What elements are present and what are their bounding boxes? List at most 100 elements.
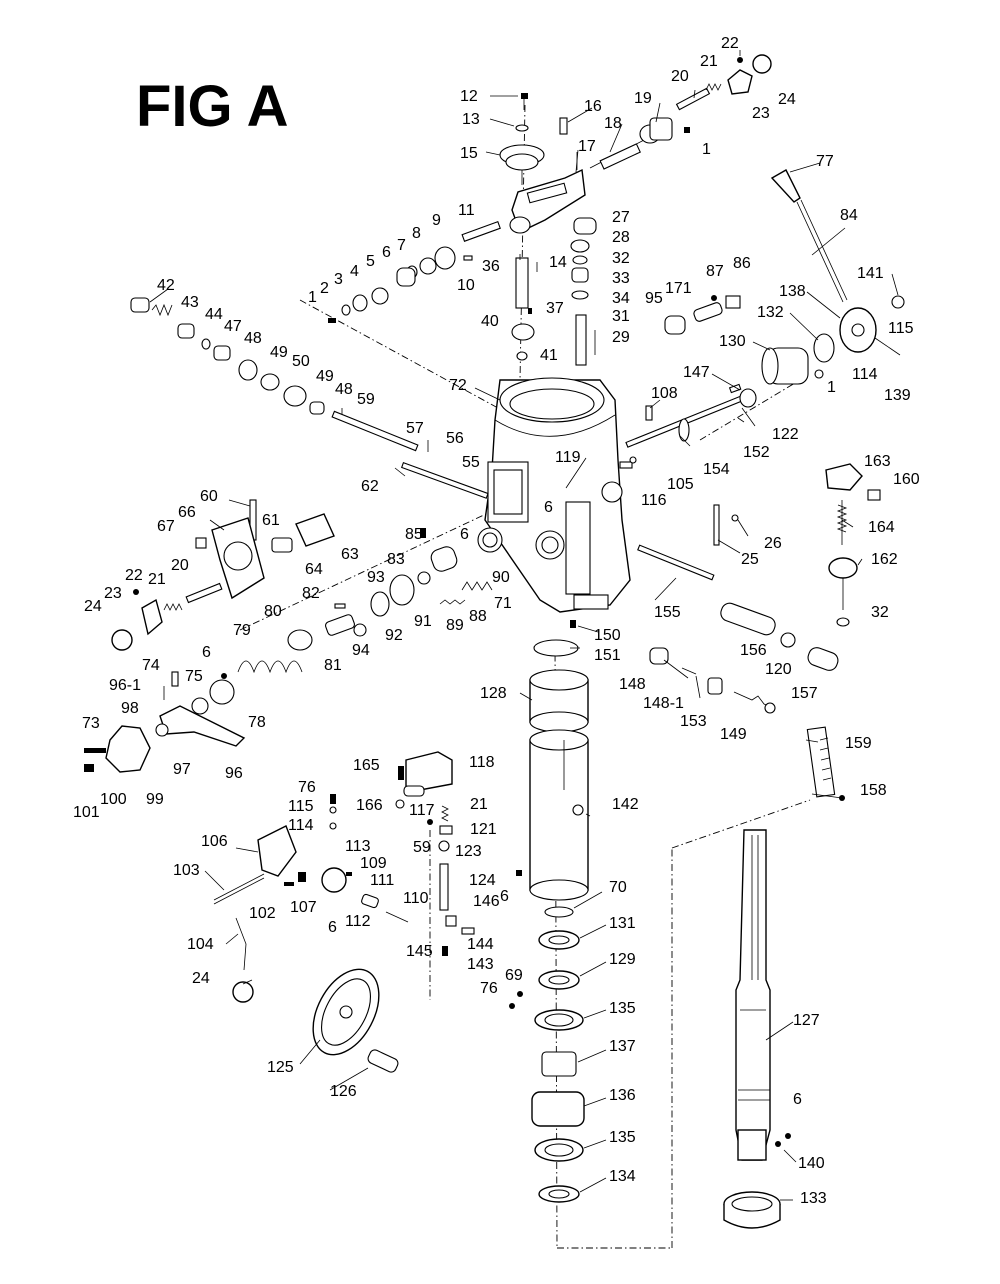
- label-151: 151: [594, 647, 621, 664]
- label-28: 28: [612, 229, 630, 246]
- label-123: 123: [455, 843, 482, 860]
- label-119: 119: [555, 449, 581, 466]
- label-115-a: 115: [888, 320, 914, 337]
- label-22-left: 22: [125, 567, 143, 584]
- label-3: 3: [334, 271, 343, 288]
- label-129: 129: [609, 951, 636, 968]
- label-66: 66: [178, 504, 196, 521]
- label-109: 109: [360, 855, 387, 872]
- label-121: 121: [470, 821, 497, 838]
- label-117: 117: [409, 802, 435, 819]
- label-43: 43: [181, 294, 199, 311]
- label-5: 5: [366, 253, 375, 270]
- label-6-top: 6: [382, 244, 391, 261]
- label-20-top: 20: [671, 68, 689, 85]
- label-16: 16: [584, 98, 602, 115]
- label-18: 18: [604, 115, 622, 132]
- label-103: 103: [173, 862, 200, 879]
- label-1-top: 1: [702, 141, 711, 158]
- label-153: 153: [680, 713, 707, 730]
- figure-title: FIG A: [136, 74, 289, 139]
- label-84: 84: [840, 207, 858, 224]
- quill-sleeve: [529, 669, 589, 901]
- label-42: 42: [157, 277, 175, 294]
- label-92: 92: [385, 627, 403, 644]
- label-62: 62: [361, 478, 379, 495]
- label-60: 60: [200, 488, 218, 505]
- label-1-right: 1: [827, 379, 836, 396]
- label-114-b: 114: [288, 817, 314, 834]
- label-24-top: 24: [778, 91, 796, 108]
- label-136: 136: [609, 1087, 636, 1104]
- label-118: 118: [469, 754, 495, 771]
- handle-assembly-left: [84, 671, 246, 773]
- label-55: 55: [462, 454, 480, 471]
- label-124: 124: [469, 872, 496, 889]
- label-165: 165: [353, 757, 380, 774]
- label-107: 107: [290, 899, 317, 916]
- label-47: 47: [224, 318, 242, 335]
- label-137: 137: [609, 1038, 636, 1055]
- label-120: 120: [765, 661, 792, 678]
- label-29: 29: [612, 329, 630, 346]
- label-130: 130: [719, 333, 746, 350]
- label-102: 102: [249, 905, 276, 922]
- label-89: 89: [446, 617, 464, 634]
- label-93: 93: [367, 569, 385, 586]
- label-61: 61: [262, 512, 280, 529]
- label-131: 131: [609, 915, 636, 932]
- clutch-worm-assembly: [237, 528, 493, 674]
- label-11: 11: [458, 202, 475, 219]
- label-64: 64: [305, 561, 323, 578]
- label-152: 152: [743, 444, 770, 461]
- bearing-stack: [531, 906, 585, 1203]
- label-81: 81: [324, 657, 342, 674]
- label-132: 132: [757, 304, 784, 321]
- label-63: 63: [341, 546, 359, 563]
- label-82: 82: [302, 585, 320, 602]
- label-9: 9: [432, 212, 441, 229]
- label-6-handle: 6: [202, 644, 211, 661]
- label-112: 112: [345, 913, 371, 930]
- label-76-a: 76: [298, 779, 316, 796]
- label-40: 40: [481, 313, 499, 330]
- label-78: 78: [248, 714, 266, 731]
- label-138: 138: [779, 283, 806, 300]
- label-86: 86: [733, 255, 751, 272]
- label-113: 113: [345, 838, 371, 855]
- label-101: 101: [73, 804, 100, 821]
- label-166: 166: [356, 797, 383, 814]
- label-27: 27: [612, 209, 630, 226]
- label-14: 14: [549, 254, 567, 271]
- label-48-b: 48: [335, 381, 353, 398]
- label-140: 140: [798, 1155, 825, 1172]
- label-6-center: 6: [544, 499, 553, 516]
- label-73: 73: [82, 715, 100, 732]
- label-110: 110: [403, 890, 429, 907]
- label-100: 100: [100, 791, 127, 808]
- label-25: 25: [741, 551, 759, 568]
- label-87: 87: [706, 263, 724, 280]
- label-70: 70: [609, 879, 627, 896]
- label-23-left: 23: [104, 585, 122, 602]
- label-142: 142: [612, 796, 639, 813]
- label-32-right: 32: [871, 604, 889, 621]
- label-104: 104: [187, 936, 214, 953]
- label-115-b: 115: [288, 798, 314, 815]
- label-154: 154: [703, 461, 730, 478]
- label-90: 90: [492, 569, 510, 586]
- label-34: 34: [612, 290, 630, 307]
- label-163: 163: [864, 453, 891, 470]
- label-72: 72: [449, 377, 467, 394]
- spindle: [723, 829, 791, 1229]
- label-88: 88: [469, 608, 487, 625]
- label-91: 91: [414, 613, 432, 630]
- label-160: 160: [893, 471, 920, 488]
- label-164: 164: [868, 519, 895, 536]
- label-134: 134: [609, 1168, 636, 1185]
- label-126: 126: [330, 1083, 357, 1100]
- label-24-left: 24: [84, 598, 102, 615]
- left-shaft-assembly: [130, 297, 489, 499]
- label-56: 56: [446, 430, 464, 447]
- label-143: 143: [467, 956, 494, 973]
